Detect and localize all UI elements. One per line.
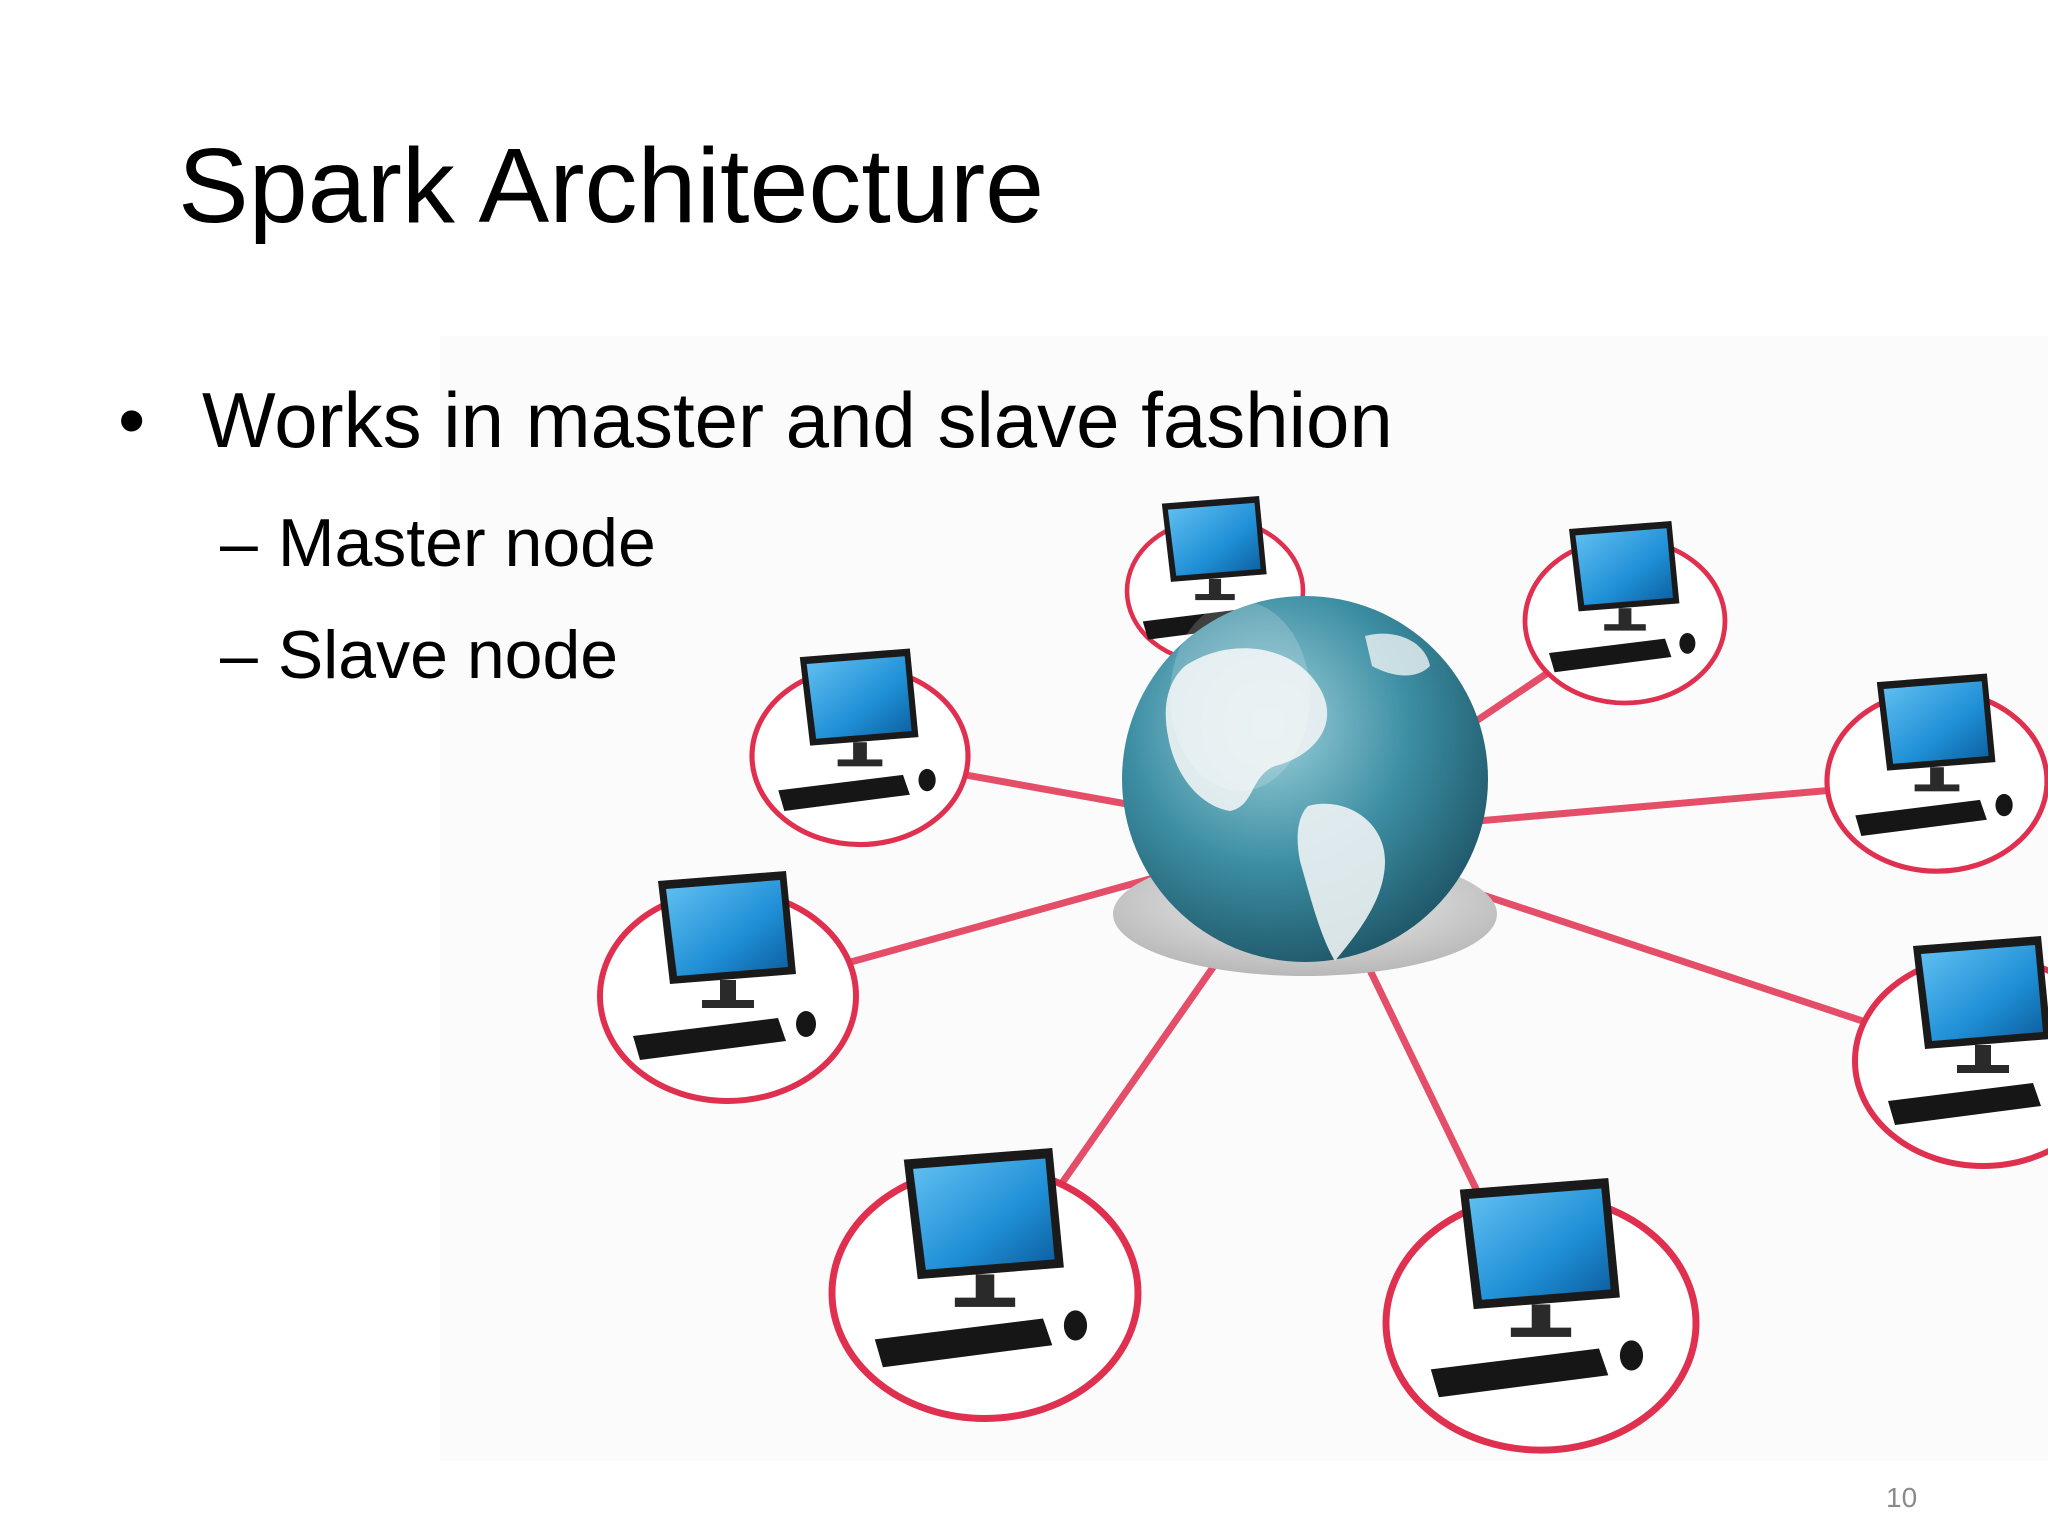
sub-bullet-marker: – [220, 617, 258, 693]
sub-bullet-text: Master node [277, 505, 656, 581]
sub-bullet-text: Slave node [277, 617, 619, 693]
monitor-base [1195, 594, 1235, 601]
computer-node [1382, 1178, 1700, 1454]
monitor-stand [1975, 1045, 1991, 1067]
nodes-layer [597, 496, 2048, 1454]
keyboard-icon [1888, 1083, 2041, 1125]
monitor-stand [720, 980, 736, 1002]
keyboard-icon [1549, 638, 1672, 673]
network-illustration [440, 336, 2048, 1461]
continent-greenland [1365, 633, 1430, 676]
mouse-icon [1679, 633, 1696, 654]
sub-bullet-master-node: –Master node [220, 506, 656, 581]
monitor-base [837, 759, 883, 767]
computer-node [749, 648, 971, 848]
keyboard-icon [1855, 799, 1987, 837]
computer-node [828, 1148, 1142, 1422]
computer-node [597, 871, 859, 1104]
mouse-icon [918, 768, 936, 792]
monitor-stand [1208, 578, 1222, 596]
slide-title: Spark Architecture [178, 127, 1045, 245]
monitor-screen-icon [1883, 681, 1989, 764]
network-diagram [597, 496, 2048, 1454]
bullet-marker: • [118, 376, 146, 464]
monitor-base [954, 1297, 1016, 1307]
monitor-screen-icon [1167, 502, 1261, 576]
keyboard-icon [633, 1018, 786, 1060]
mouse-icon [796, 1011, 816, 1037]
computer-node [1522, 521, 1728, 706]
monitor-stand [1930, 767, 1944, 787]
continent-north-america [1165, 648, 1328, 811]
keyboard-icon [874, 1318, 1053, 1368]
monitor-base [1510, 1327, 1572, 1337]
mouse-icon [1063, 1310, 1088, 1341]
sub-bullet-marker: – [220, 505, 258, 581]
computer-node [1824, 673, 2048, 874]
globe-icon [1113, 596, 1497, 976]
monitor-screen-icon [1921, 945, 2043, 1041]
monitor-base [1604, 624, 1646, 631]
monitor-stand [1531, 1304, 1551, 1330]
computer-node [1852, 936, 2048, 1169]
monitor-screen-icon [1469, 1188, 1611, 1300]
page-number: 10 [1886, 1482, 1918, 1513]
bullet-text: Works in master and slave fashion [202, 376, 1393, 464]
sub-bullet-slave-node: –Slave node [220, 618, 618, 693]
keyboard-icon [778, 774, 910, 812]
monitor-base [702, 1000, 754, 1008]
mouse-icon [1995, 793, 2013, 817]
monitor-screen-icon [666, 880, 788, 976]
monitor-base [1914, 784, 1960, 792]
monitor-base [1957, 1065, 2009, 1073]
monitor-stand [975, 1274, 995, 1300]
mouse-icon [1619, 1340, 1644, 1371]
globe-highlight [1170, 601, 1310, 791]
monitor-screen-icon [913, 1158, 1055, 1270]
globe-sphere [1122, 596, 1488, 962]
monitor-stand [1618, 608, 1632, 626]
monitor-stand [853, 742, 867, 762]
continent-south-america [1297, 803, 1385, 961]
monitor-screen-icon [806, 656, 912, 739]
monitor-screen-icon [1575, 528, 1673, 605]
keyboard-icon [1430, 1348, 1609, 1398]
